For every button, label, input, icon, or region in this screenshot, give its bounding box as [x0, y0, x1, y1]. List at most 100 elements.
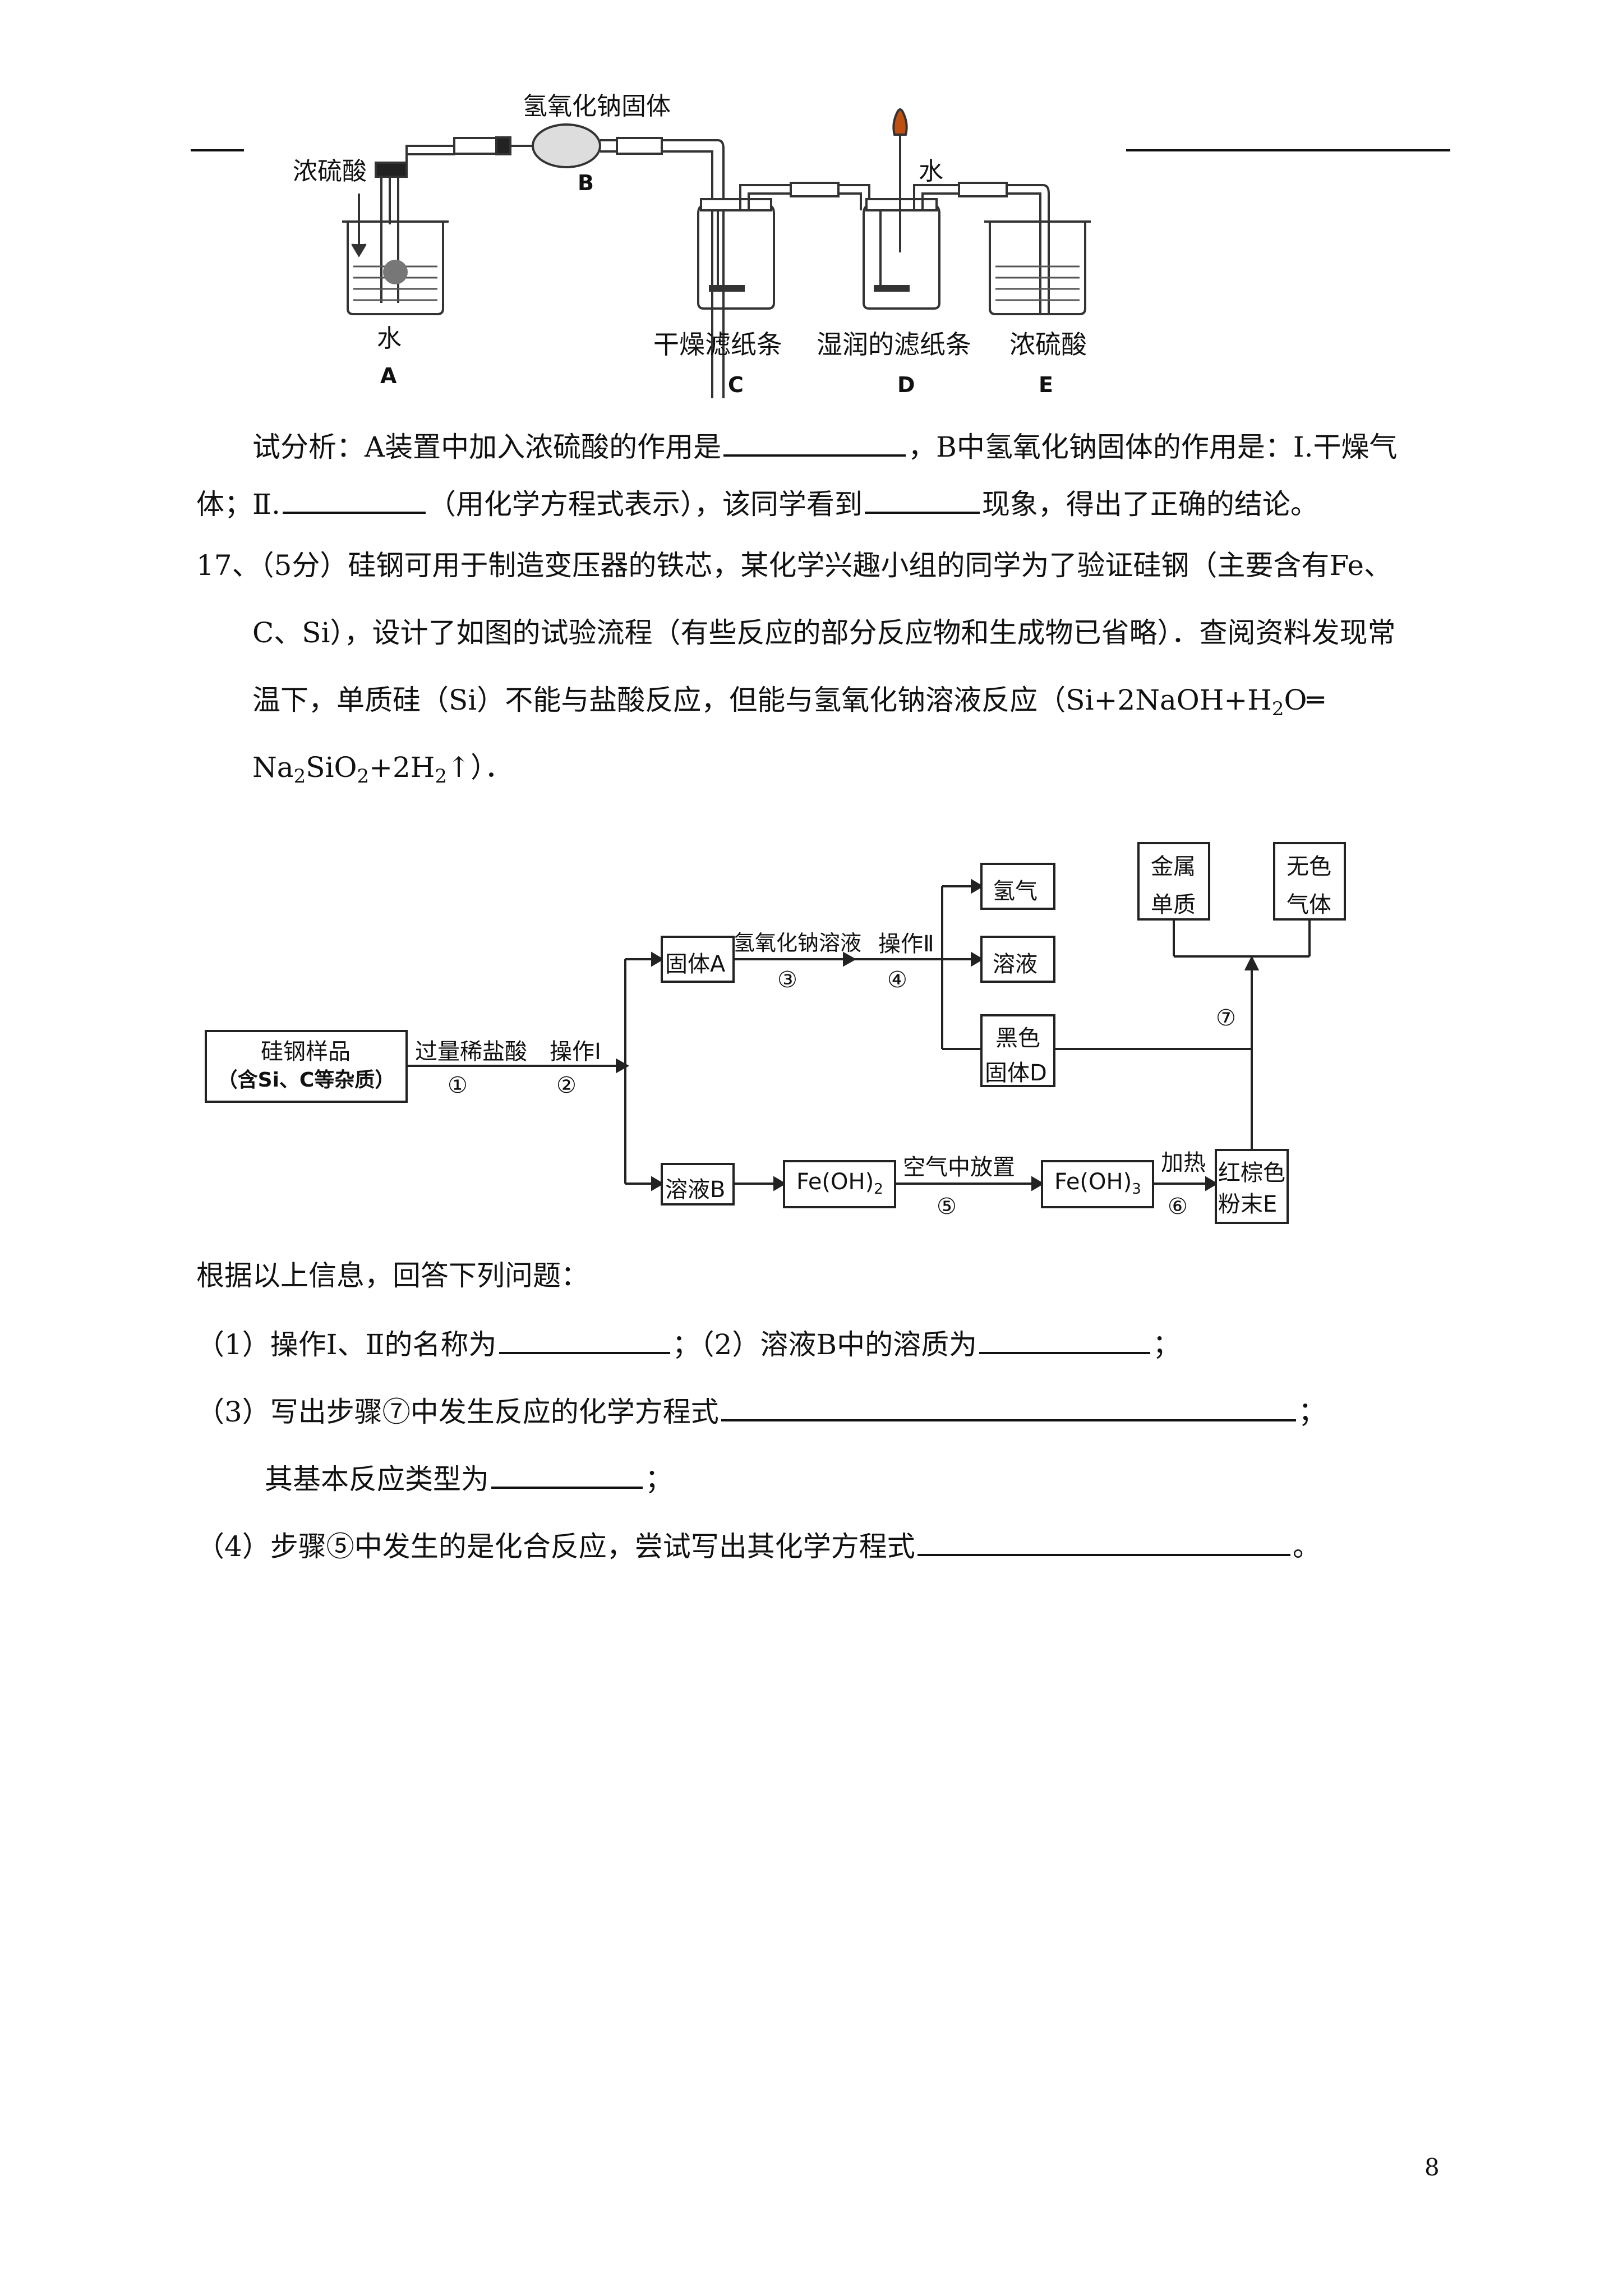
step6-label: ⑥	[1168, 1194, 1188, 1220]
q17-line4-b: SiO	[306, 751, 357, 784]
box-black-solid	[980, 1014, 1055, 1087]
q17-line4-c: +2H	[369, 751, 435, 784]
q17-line4-a: Na	[252, 751, 294, 784]
q16-line2-a: 体；Ⅱ.	[196, 488, 280, 521]
step1-label: ①	[448, 1073, 468, 1098]
op2-label: 操作Ⅱ	[878, 931, 934, 957]
feoh2-label: Fe(OH)2	[796, 1169, 883, 1198]
beaker-a	[347, 222, 444, 315]
label-naoh-solid: 氢氧化钠固体	[523, 92, 671, 121]
letter-a: A	[380, 364, 397, 388]
box-solid-a	[661, 936, 735, 983]
q17-blank-op-names[interactable]	[499, 1326, 670, 1354]
step5-label: ⑤	[937, 1194, 957, 1220]
black-solid-line2: 固体D	[985, 1060, 1047, 1086]
box-colorless-gas	[1273, 842, 1346, 921]
q17-q4-a: （4）步骤⑤中发生的是化合反应，尝试写出其化学方程式	[196, 1530, 915, 1563]
label-conc-h2so4-right: 浓硫酸	[1009, 329, 1087, 360]
q17-intro-line1: 17、（5分）硅钢可用于制造变压器的铁芯，某化学兴趣小组的同学为了验证硅钢（主要…	[196, 549, 1392, 582]
q17-q4-line: （4）步骤⑤中发生的是化合反应，尝试写出其化学方程式 。	[196, 1528, 1321, 1563]
box-red-powder	[1215, 1149, 1289, 1224]
heating-label: 加热	[1161, 1150, 1206, 1176]
q17-blank-solute[interactable]	[979, 1326, 1151, 1354]
air-standing-label: 空气中放置	[903, 1154, 1015, 1180]
step2-label: ②	[556, 1073, 577, 1098]
q17-intro-line3-sub: 2	[1271, 698, 1284, 720]
q16-blank-1[interactable]	[723, 429, 906, 457]
flow-labels: 硅钢样品 （含Si、C等杂质） 过量稀盐酸 ① 操作Ⅰ ② 固体A 氢氧化钠溶液…	[0, 830, 1623, 1245]
metal-line1: 金属	[1151, 854, 1196, 880]
step3-label: ③	[777, 967, 797, 993]
q17-intro-line2: C、Si），设计了如图的试验流程（有些反应的部分反应物和生成物已省略）．查阅资料…	[252, 616, 1396, 649]
q17-q1-b: ；（2）溶液B中的溶质为	[672, 1328, 978, 1361]
feoh2-sub: 2	[874, 1181, 883, 1198]
letter-e: E	[1039, 372, 1053, 397]
q17-blank-reaction-type[interactable]	[491, 1461, 643, 1489]
q17-q3-line: （3）写出步骤⑦中发生反应的化学方程式 ；	[196, 1393, 1326, 1429]
letter-c: C	[728, 372, 744, 397]
q17-prompt: 根据以上信息，回答下列问题：	[196, 1259, 589, 1292]
box-hydrogen	[980, 863, 1055, 910]
label-water-right: 水	[919, 157, 943, 186]
q17-q1-a: （1）操作Ⅰ、Ⅱ的名称为	[196, 1328, 497, 1361]
q16-line2-b: （用化学方程式表示），该同学看到	[427, 488, 863, 521]
letter-b: B	[578, 171, 594, 195]
q16-line2: 体；Ⅱ. （用化学方程式表示），该同学看到 现象，得出了正确的结论。	[196, 486, 1318, 521]
solid-a-label: 固体A	[665, 951, 726, 977]
red-brown-line2: 粉末E	[1218, 1191, 1278, 1217]
red-brown-line1: 红棕色	[1218, 1160, 1285, 1186]
q16-line1-b: ，B中氢氧化钠固体的作用是：Ⅰ.干燥气	[908, 431, 1398, 463]
q17-intro-line3-text: 温下，单质硅（Si）不能与盐酸反应，但能与氢氧化钠溶液反应（Si+2NaOH+H	[252, 684, 1272, 716]
feoh3-sub: 3	[1132, 1181, 1141, 1198]
dropper	[892, 108, 908, 136]
metal-line2: 单质	[1151, 892, 1196, 918]
q17-line4-sub2: 2	[357, 765, 370, 788]
label-conc-h2so4-left: 浓硫酸	[293, 157, 367, 186]
hydrogen-label: 氢气	[993, 878, 1038, 904]
flowchart	[205, 842, 1346, 1224]
q17-intro-line4: Na2SiO2+2H2↑）．	[252, 751, 513, 793]
q16-blank-3[interactable]	[864, 486, 980, 514]
q17-q3-line2-a: 其基本反应类型为	[265, 1463, 489, 1496]
black-solid-line1: 黑色	[995, 1025, 1040, 1051]
colorless-line1: 无色	[1287, 854, 1331, 880]
q16-line2-c: 现象，得出了正确的结论。	[981, 488, 1318, 521]
q16-line1-a: 试分析：A装置中加入浓硫酸的作用是	[252, 431, 722, 463]
label-wet-paper: 湿润的滤纸条	[817, 329, 971, 360]
header-rule-right	[1126, 149, 1450, 151]
q17-q3-b: ；	[1298, 1396, 1326, 1428]
bottle-d	[863, 204, 940, 310]
q17-intro-line3: 温下，单质硅（Si）不能与盐酸反应，但能与氢氧化钠溶液反应（Si+2NaOH+H…	[252, 683, 1324, 726]
label-dry-paper: 干燥滤纸条	[653, 329, 782, 360]
q16-line1: 试分析：A装置中加入浓硫酸的作用是 ，B中氢氧化钠固体的作用是：Ⅰ.干燥气	[252, 429, 1398, 464]
q17-line4-d: ↑）．	[447, 751, 513, 784]
step7-label: ⑦	[1216, 1005, 1236, 1031]
q17-q1-line: （1）操作Ⅰ、Ⅱ的名称为 ；（2）溶液B中的溶质为 ；	[196, 1326, 1181, 1361]
box-sample	[205, 1030, 408, 1103]
naoh-solution-label: 氢氧化钠溶液	[734, 931, 862, 955]
excess-hcl-label: 过量稀盐酸	[415, 1039, 527, 1065]
drying-tube-b	[532, 123, 601, 168]
q17-line4-sub1: 2	[293, 765, 306, 788]
sample-line1: 硅钢样品	[261, 1039, 351, 1065]
box-solution	[980, 936, 1055, 983]
q17-q1-c: ；	[1152, 1328, 1181, 1361]
q16-blank-2[interactable]	[282, 486, 426, 514]
q17-q4-b: 。	[1292, 1530, 1321, 1563]
header-rule-left	[191, 149, 244, 151]
feoh2-text: Fe(OH)	[796, 1169, 874, 1195]
q17-blank-equation7[interactable]	[721, 1393, 1296, 1421]
q17-q3-line2-b: ；	[645, 1463, 673, 1496]
colorless-line2: 气体	[1287, 892, 1331, 918]
q17-line4-sub3: 2	[435, 765, 448, 788]
box-feoh2	[783, 1160, 896, 1208]
op1-label: 操作Ⅰ	[550, 1039, 601, 1065]
q17-q3-a: （3）写出步骤⑦中发生反应的化学方程式	[196, 1396, 719, 1428]
q17-blank-equation5[interactable]	[917, 1528, 1290, 1556]
bottle-c	[697, 204, 775, 310]
beaker-e	[989, 222, 1086, 315]
step4-label: ④	[887, 967, 907, 993]
box-metal	[1137, 842, 1210, 921]
feoh3-text: Fe(OH)	[1054, 1169, 1132, 1195]
letter-d: D	[897, 372, 915, 397]
